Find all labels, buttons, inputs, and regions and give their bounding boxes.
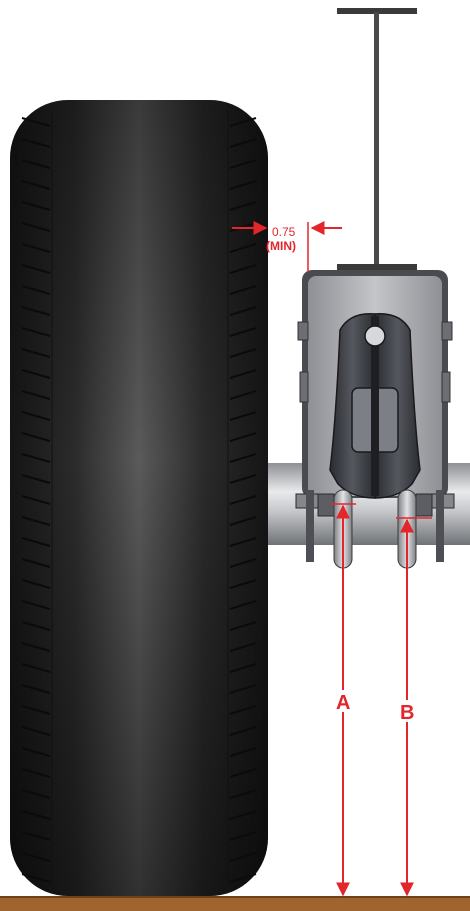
tire-tread-left <box>21 117 51 883</box>
tread-rib <box>21 642 51 652</box>
tread-rib <box>229 768 257 778</box>
tread-rib <box>21 411 51 421</box>
tread-rib <box>21 243 51 253</box>
tire-tread-right <box>229 117 257 883</box>
tread-rib <box>229 747 257 757</box>
tread-rib <box>229 117 257 127</box>
tread-rib <box>21 516 51 526</box>
t-handle <box>337 8 417 272</box>
tread-rib <box>229 642 257 652</box>
tread-rib <box>21 348 51 358</box>
tread-rib <box>21 600 51 610</box>
tread-rib <box>21 621 51 631</box>
tread-rib <box>21 789 51 799</box>
tread-rib <box>229 873 257 883</box>
tread-rib <box>21 558 51 568</box>
tread-rib <box>21 285 51 295</box>
lower-hardware <box>295 490 455 562</box>
tread-rib <box>229 726 257 736</box>
tread-rib <box>21 726 51 736</box>
dimension-b: B <box>396 517 432 897</box>
clearance-qualifier: (MIN) <box>266 239 296 253</box>
tread-rib <box>229 684 257 694</box>
clearance-value: 0.75 <box>272 225 296 239</box>
tread-rib <box>229 411 257 421</box>
tread-rib <box>229 201 257 211</box>
bolt-left-mid <box>299 371 309 403</box>
label-b: B <box>400 702 414 724</box>
tread-rib <box>229 852 257 862</box>
tread-rib <box>229 579 257 589</box>
tread-rib <box>229 327 257 337</box>
tread-rib <box>21 201 51 211</box>
tread-rib <box>229 369 257 379</box>
tread-rib <box>229 180 257 190</box>
tread-rib <box>21 264 51 274</box>
tread-rib <box>229 138 257 148</box>
tread-rib <box>21 180 51 190</box>
tread-rib <box>21 537 51 547</box>
tread-rib <box>229 159 257 169</box>
tire <box>10 100 268 896</box>
label-a: A <box>336 692 350 714</box>
tread-rib <box>229 537 257 547</box>
tread-rib <box>21 159 51 169</box>
tread-rib <box>229 831 257 841</box>
tread-rib <box>229 348 257 358</box>
tread-rib <box>21 768 51 778</box>
tread-rib <box>21 453 51 463</box>
tread-rib <box>229 264 257 274</box>
tread-rib <box>21 663 51 673</box>
tread-rib <box>21 432 51 442</box>
bolt-right-mid <box>441 371 451 403</box>
tread-rib <box>21 327 51 337</box>
tread-rib <box>229 390 257 400</box>
tread-rib <box>21 390 51 400</box>
tread-rib <box>229 474 257 484</box>
tread-rib <box>21 369 51 379</box>
clamp-assembly <box>329 313 421 499</box>
clearance-dimension: 0.75 (MIN) <box>232 221 342 272</box>
tread-rib <box>229 516 257 526</box>
tread-rib <box>229 495 257 505</box>
tread-rib <box>229 432 257 442</box>
ground-strip <box>0 897 470 911</box>
tread-rib <box>21 222 51 232</box>
tread-rib <box>229 600 257 610</box>
tread-rib <box>229 810 257 820</box>
tread-rib <box>229 285 257 295</box>
tread-rib <box>21 306 51 316</box>
tread-rib <box>21 747 51 757</box>
tread-rib <box>21 474 51 484</box>
tread-rib <box>21 873 51 883</box>
bolt-right-top <box>441 321 453 341</box>
bolt-left-top <box>297 321 309 341</box>
tread-rib <box>229 789 257 799</box>
ground-edge <box>0 896 470 898</box>
tread-rib <box>21 117 51 127</box>
tread-rib <box>229 453 257 463</box>
tread-rib <box>229 558 257 568</box>
tread-rib <box>21 684 51 694</box>
tread-rib <box>21 579 51 589</box>
tread-rib <box>229 621 257 631</box>
tread-rib <box>21 810 51 820</box>
tread-rib <box>21 138 51 148</box>
tread-rib <box>21 852 51 862</box>
tread-rib <box>21 705 51 715</box>
tread-rib <box>229 705 257 715</box>
tread-rib <box>229 243 257 253</box>
tread-rib <box>229 306 257 316</box>
tread-rib <box>229 663 257 673</box>
dimension-a: A <box>330 503 356 897</box>
tread-rib <box>21 495 51 505</box>
tread-rib <box>21 831 51 841</box>
